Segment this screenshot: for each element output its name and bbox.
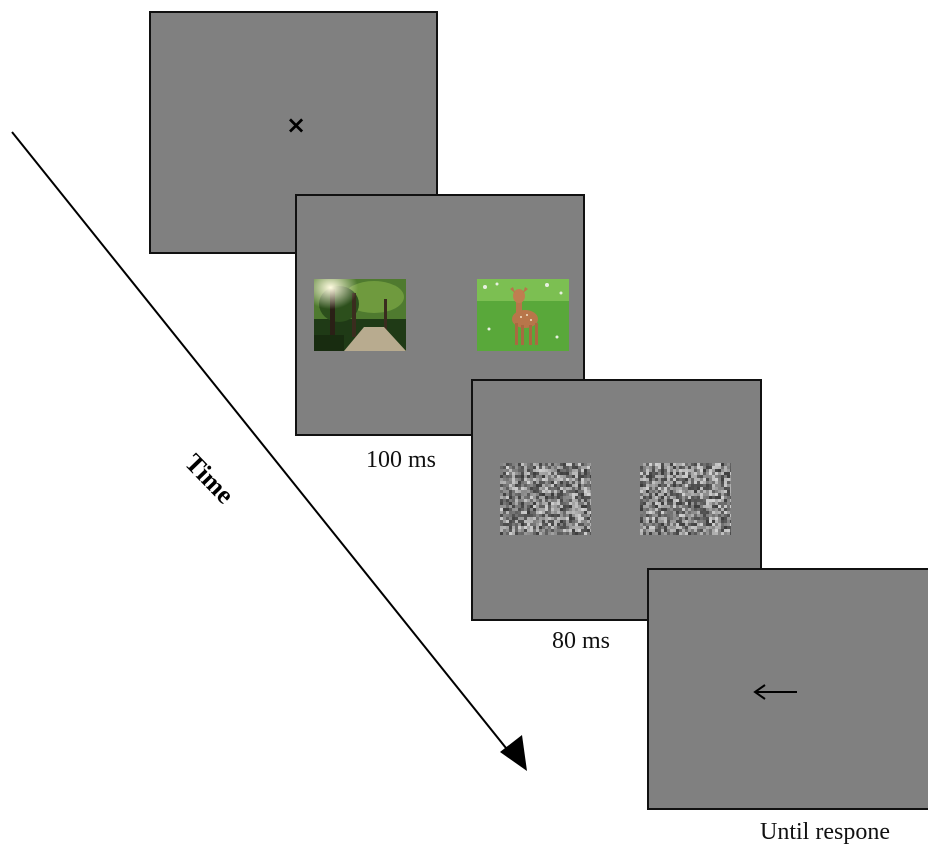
stimulus-screen bbox=[295, 194, 585, 436]
fawn-photo bbox=[477, 279, 569, 351]
noise-mask-right bbox=[640, 463, 731, 535]
mask-duration-label: 80 ms bbox=[552, 628, 611, 654]
stimulus-duration-label: 100 ms bbox=[366, 447, 437, 473]
response-duration-label: Until respone bbox=[760, 819, 890, 845]
noise-mask-left bbox=[500, 463, 591, 535]
fixation-cross: × bbox=[285, 111, 307, 139]
response-screen bbox=[647, 568, 928, 810]
forest-path-photo bbox=[314, 279, 406, 351]
left-arrow-icon bbox=[753, 684, 797, 700]
